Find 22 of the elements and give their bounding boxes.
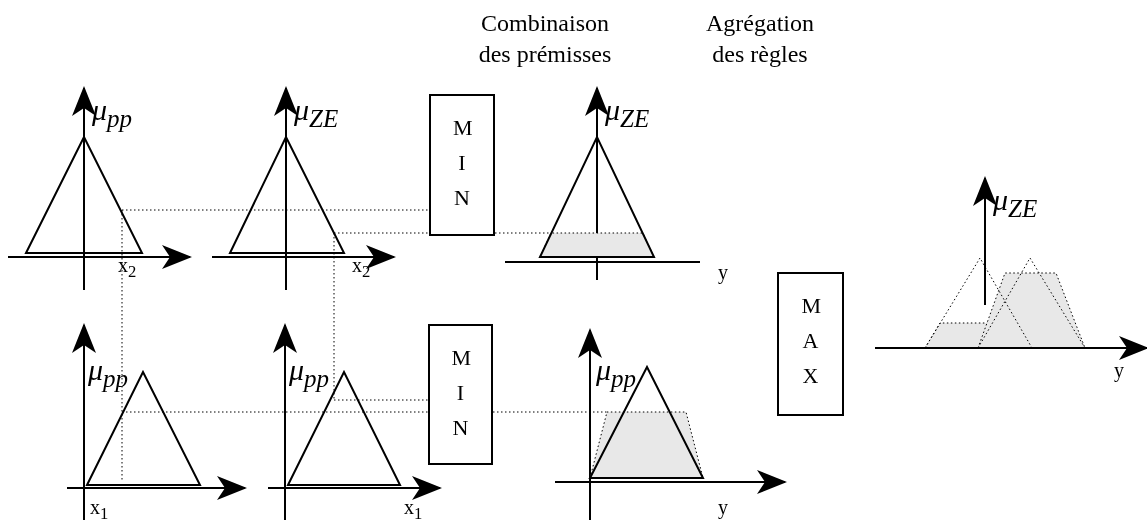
axis-label: μ$_{pp}$ [289, 355, 330, 391]
operator-box [777, 272, 844, 416]
axis-label: μ$_{ZE}$ [993, 185, 1038, 221]
column-heading: Agrégation des règles [705, 9, 815, 70]
axis-label: μ$_{pp}$ [88, 355, 129, 391]
operator-label: M I N [451, 344, 470, 443]
axis-label: x$_{2}$ [352, 255, 371, 281]
axis-label: x$_{1}$ [404, 497, 423, 523]
operator-label: M A X [801, 292, 820, 391]
axis-label: y [1114, 360, 1124, 380]
operator-label: M I N [453, 114, 471, 213]
operator-box [428, 324, 493, 465]
axis-label: μ$_{ZE}$ [605, 95, 650, 131]
operator-box [429, 94, 495, 236]
axis-label: y [718, 497, 728, 517]
column-heading: Combinaison des prémisses [477, 9, 613, 70]
axis-label: μ$_{pp}$ [92, 95, 133, 131]
axis-label: x$_{2}$ [118, 255, 137, 281]
axis-label: μ$_{ZE}$ [294, 95, 339, 131]
axis-label: μ$_{pp}$ [596, 355, 637, 391]
axis-label: y [718, 262, 728, 282]
axis-label: x$_{1}$ [90, 497, 109, 523]
